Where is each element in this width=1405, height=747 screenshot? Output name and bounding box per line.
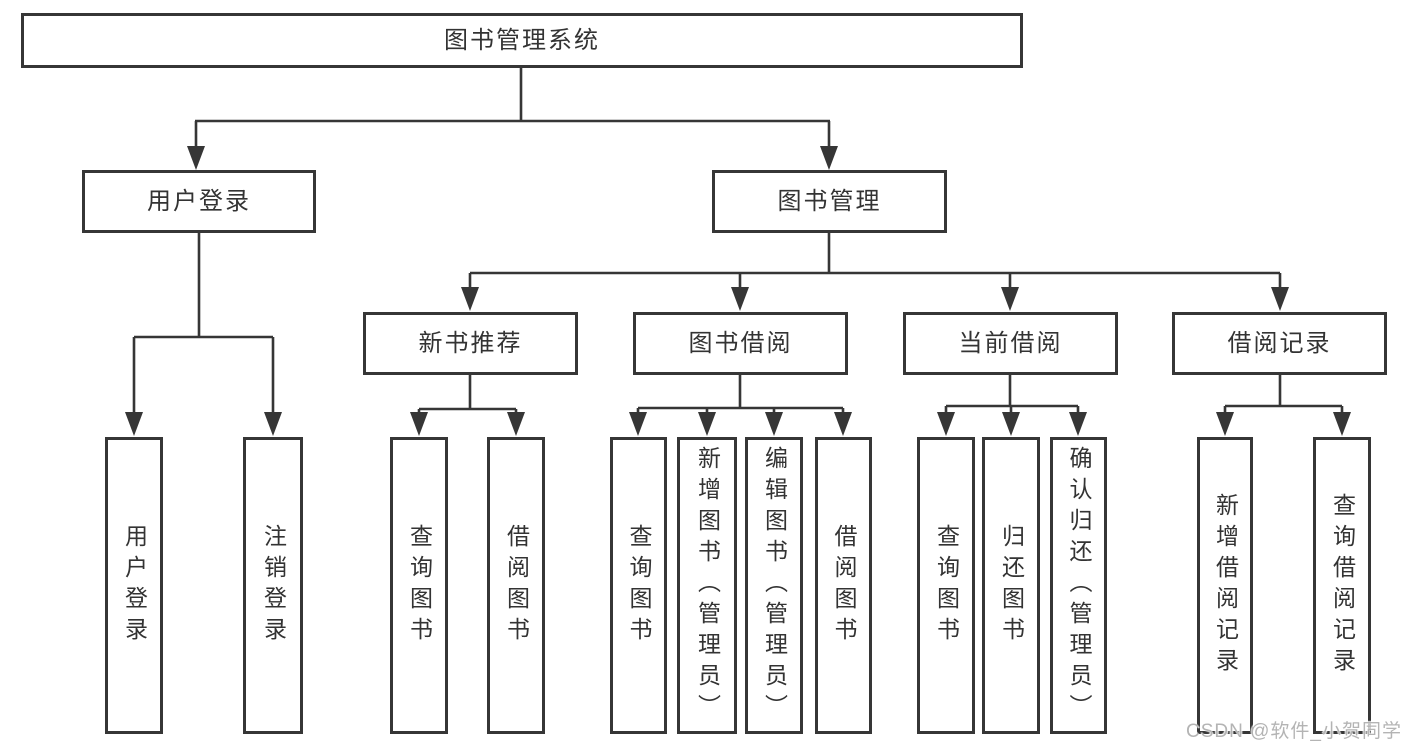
node-new-book-recommend: 新书推荐 bbox=[363, 312, 578, 375]
node-label: 图书管理 bbox=[777, 187, 882, 215]
node-label: 借阅记录 bbox=[1227, 329, 1332, 357]
node-label: 新增图书（管理员） bbox=[694, 446, 721, 725]
leaf-br-query-record: 查询借阅记录 bbox=[1313, 437, 1371, 734]
node-label: 注销登录 bbox=[260, 523, 287, 648]
node-label: 编辑图书（管理员） bbox=[761, 446, 788, 725]
leaf-bb-query-books: 查询图书 bbox=[610, 437, 667, 734]
csdn-watermark: CSDN @软件_小贺同学 bbox=[1186, 721, 1402, 742]
leaf-bb-borrow-books: 借阅图书 bbox=[815, 437, 872, 734]
node-label: 查询图书 bbox=[933, 523, 960, 648]
node-label: 归还图书 bbox=[998, 523, 1025, 648]
node-label: 用户登录 bbox=[121, 523, 148, 648]
node-book-borrowing: 图书借阅 bbox=[633, 312, 848, 375]
node-label: 借阅图书 bbox=[831, 523, 857, 648]
leaf-nbr-borrow-books: 借阅图书 bbox=[487, 437, 545, 734]
node-borrowing-records: 借阅记录 bbox=[1172, 312, 1387, 375]
node-label: 查询图书 bbox=[626, 523, 652, 648]
node-label: 图书借阅 bbox=[688, 329, 793, 357]
node-label: 查询图书 bbox=[406, 523, 433, 648]
node-label: 确认归还（管理员） bbox=[1066, 446, 1092, 725]
node-label: 新增借阅记录 bbox=[1212, 492, 1239, 679]
leaf-bb-edit-books-admin: 编辑图书（管理员） bbox=[745, 437, 803, 734]
node-book-management: 图书管理 bbox=[712, 170, 947, 233]
node-label: 当前借阅 bbox=[958, 329, 1063, 357]
leaf-br-add-record: 新增借阅记录 bbox=[1197, 437, 1253, 734]
node-current-borrowing: 当前借阅 bbox=[903, 312, 1118, 375]
leaf-cb-confirm-return-admin: 确认归还（管理员） bbox=[1050, 437, 1107, 734]
leaf-logout: 注销登录 bbox=[243, 437, 303, 734]
node-label: 图书管理系统 bbox=[444, 26, 600, 54]
node-label: 新书推荐 bbox=[418, 329, 523, 357]
leaf-user-login: 用户登录 bbox=[105, 437, 163, 734]
node-user-login: 用户登录 bbox=[82, 170, 316, 233]
leaf-cb-query-books: 查询图书 bbox=[917, 437, 975, 734]
node-label: 借阅图书 bbox=[503, 523, 530, 648]
leaf-nbr-query-books: 查询图书 bbox=[390, 437, 448, 734]
node-label: 查询借阅记录 bbox=[1329, 492, 1356, 679]
leaf-cb-return-books: 归还图书 bbox=[982, 437, 1040, 734]
leaf-bb-add-books-admin: 新增图书（管理员） bbox=[677, 437, 737, 734]
node-library-system: 图书管理系统 bbox=[21, 13, 1023, 68]
node-label: 用户登录 bbox=[147, 187, 251, 215]
